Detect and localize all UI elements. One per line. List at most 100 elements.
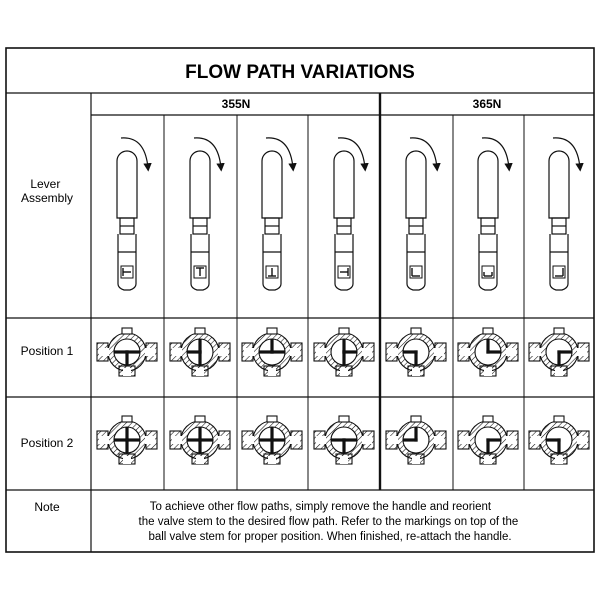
stem-marking-icon [483,272,493,277]
valve-stem-cap [410,327,422,335]
position1-valve-drawings [96,327,590,377]
flow-path-icon [403,350,418,365]
position1-valve-4 [313,327,375,377]
position1-valve-2 [169,327,231,377]
table-border [5,47,595,553]
valve-stem-cap [553,327,565,335]
position2-valve-7 [528,415,590,465]
flow-path-icon [342,339,357,365]
rotation-arrow-icon [193,137,225,172]
valve-stem-cap [482,327,494,335]
flow-path-icon [187,427,213,453]
stem-marking-icon [268,268,276,277]
flow-path-icon [546,438,561,453]
valve-stem-cap [482,415,494,423]
lever-handle [405,150,427,219]
rotation-arrow-icon [409,137,441,172]
lever-base [190,234,210,291]
stem-marking-icon [555,268,564,277]
lever-assembly-2 [189,137,225,291]
position2-valve-4 [313,415,375,465]
position2-valve-5 [385,415,447,465]
valve-stem-cap [121,327,133,335]
stem-marking-box [409,265,423,279]
stem-marking-box [337,265,351,279]
flow-path-icon [486,339,501,354]
stem-marking-icon [340,268,349,276]
valve-stem-cap [194,415,206,423]
position2-valve-2 [169,415,231,465]
lever-handle [477,150,499,219]
flow-path-icon [486,438,501,453]
lever-assembly-3 [261,137,297,291]
valve-stem-cap [338,415,350,423]
group-label-355n: 355N [222,97,251,111]
valve-stem-cap [266,415,278,423]
lever-base [406,234,426,291]
position1-valve-7 [528,327,590,377]
note-line-2: the valve stem to the desired flow path.… [139,516,519,528]
lever-assembly-4 [333,137,369,291]
valve-stem-cap [410,415,422,423]
page-title: FLOW PATH VARIATIONS [185,62,415,83]
stem-marking-icon [196,267,204,276]
flow-path-icon [331,438,357,453]
lever-handle [261,150,283,219]
flow-path-icon [259,427,285,453]
flow-path-icon [259,339,285,354]
row-label-lever-line2: Assembly [21,191,73,205]
stem-marking-box [193,265,207,279]
flow-path-icon [114,427,140,453]
row-label-lever: Lever Assembly [21,177,73,205]
row-label-position1: Position 1 [21,344,74,358]
valve-stem-cap [194,327,206,335]
variant-column-dividers [163,115,525,490]
lever-base [478,234,498,291]
flow-path-icon [114,350,140,365]
lever-handle [548,150,570,219]
rotation-arrow-icon [265,137,297,172]
row-label-lever-line1: Lever [30,177,60,191]
position1-valve-3 [241,327,303,377]
position2-valve-6 [457,415,519,465]
position2-valve-1 [96,415,158,465]
rotation-arrow-icon [337,137,369,172]
lever-base [549,234,569,291]
lever-assembly-5 [405,137,441,291]
valve-stem-cap [553,415,565,423]
row-label-position2: Position 2 [21,436,74,450]
flow-path-icon [557,350,572,365]
group-label-365n: 365N [473,97,502,111]
position2-valve-drawings [96,415,590,465]
position2-valve-3 [241,415,303,465]
flow-path-icon [403,427,418,442]
lever-assembly-6 [477,137,513,291]
lever-handle [189,150,211,219]
lever-assembly-1 [116,137,152,291]
note-line-3: ball valve stem for proper position. Whe… [148,531,511,543]
position1-valve-5 [385,327,447,377]
table-grid [5,47,595,553]
stem-marking-icon [411,268,420,277]
lever-handle [116,150,138,219]
lever-base [117,234,137,291]
valve-stem-cap [121,415,133,423]
rotation-arrow-icon [120,137,152,172]
stem-marking-icon [122,268,131,276]
rotation-arrow-icon [481,137,513,172]
row-label-note: Note [34,500,60,514]
lever-base [334,234,354,291]
lever-base [262,234,282,291]
lever-handle [333,150,355,219]
note-line-1: To achieve other flow paths, simply remo… [150,501,492,513]
flow-path-icon [187,339,202,365]
valve-stem-cap [338,327,350,335]
lever-assembly-7 [548,137,584,291]
position1-valve-1 [96,327,158,377]
note-text: To achieve other flow paths, simply remo… [139,501,522,543]
stem-marking-box [120,265,134,279]
position1-valve-6 [457,327,519,377]
stem-marking-box [265,265,279,279]
rotation-arrow-icon [552,137,584,172]
